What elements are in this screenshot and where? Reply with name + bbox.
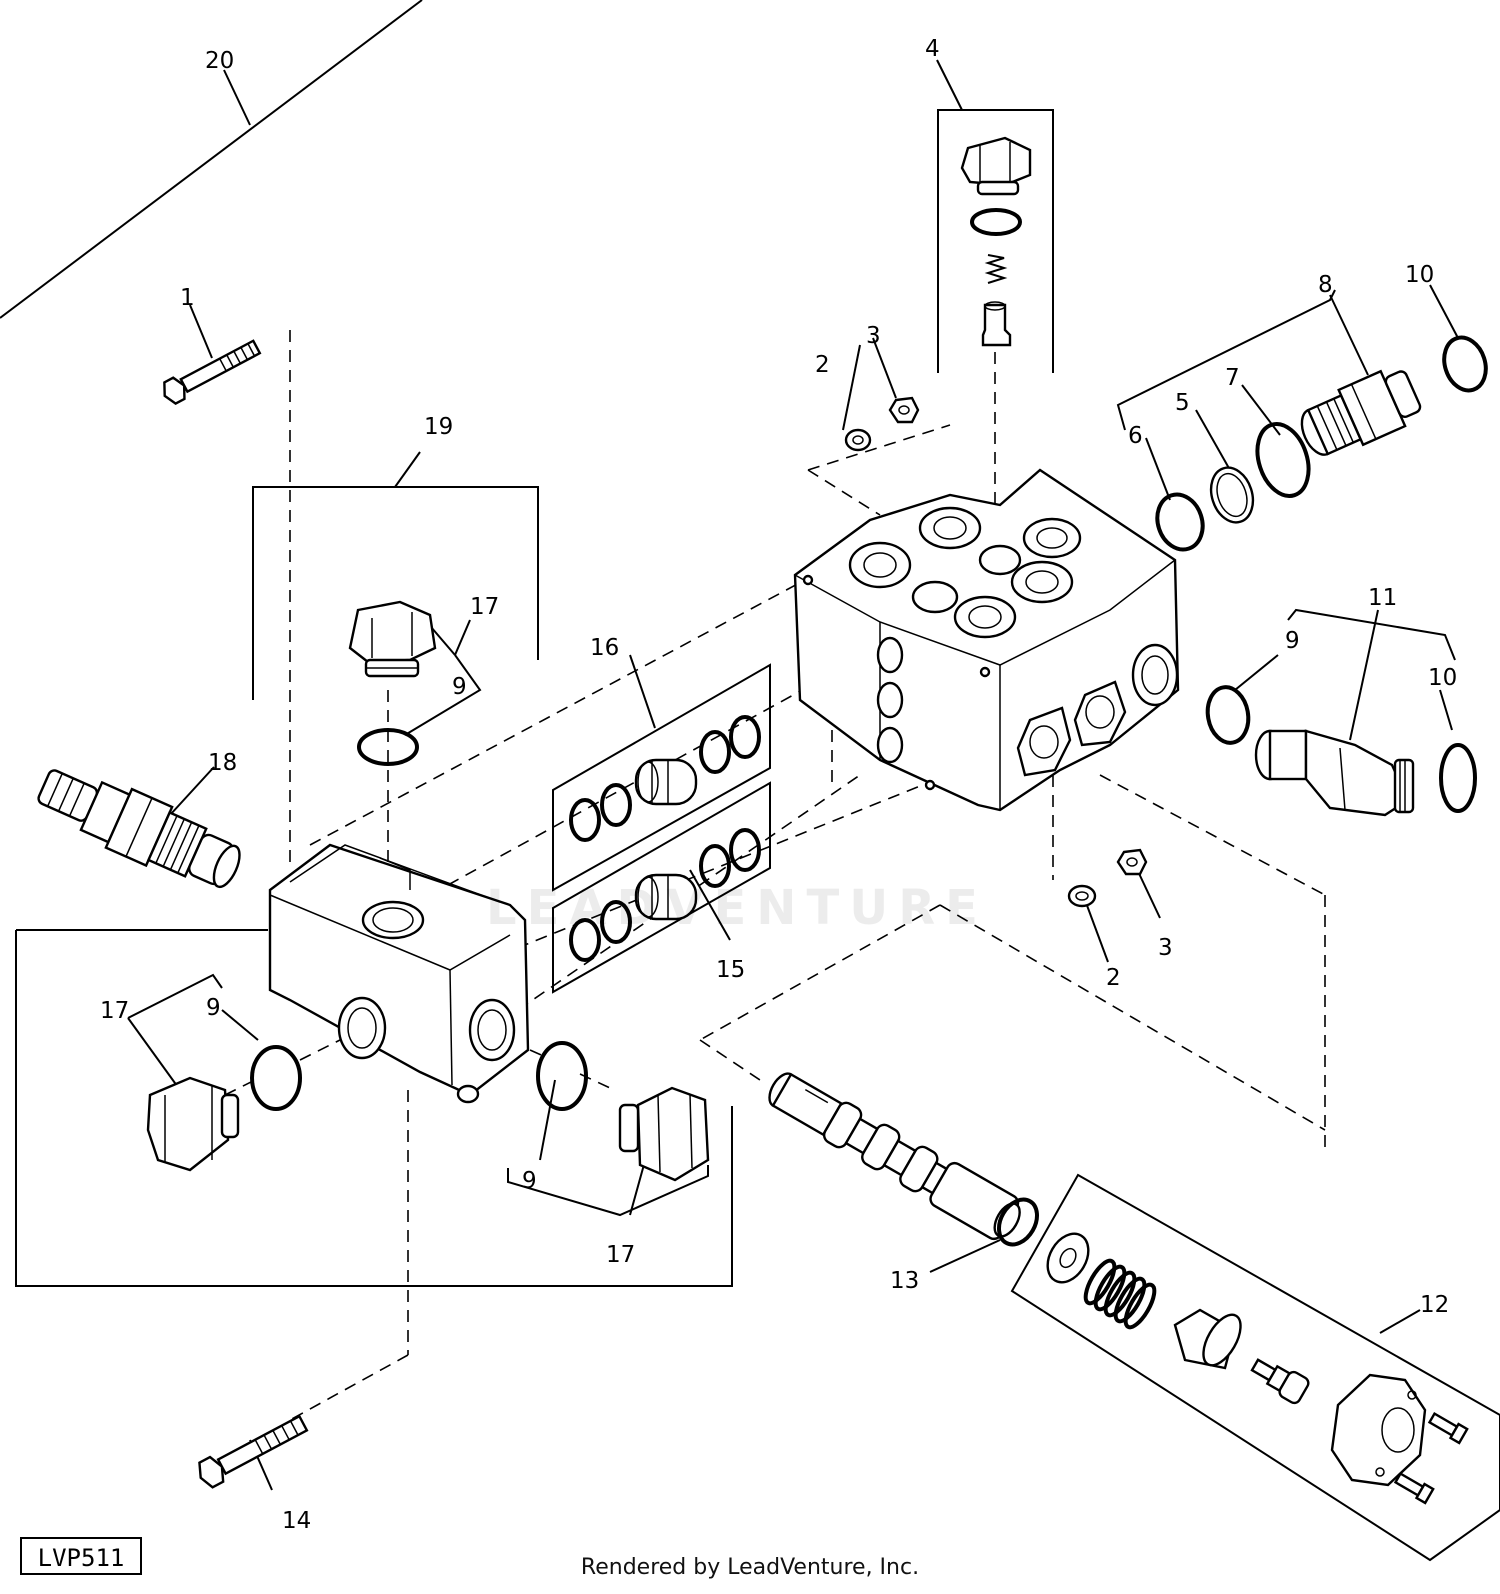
hex-plug-icon (348, 600, 437, 678)
callout-17: 17 (606, 1242, 635, 1268)
callout-9: 9 (522, 1168, 537, 1194)
bracket-15 (552, 781, 771, 994)
o-ring-icon (1205, 685, 1251, 745)
o-ring-icon (250, 1045, 302, 1111)
callout-labels: 20 1 19 17 9 18 17 9 9 17 14 4 3 2 8 10 … (100, 36, 1457, 1534)
cap-housing (1330, 1373, 1427, 1487)
o-ring-icon (970, 208, 1022, 236)
callout-14: 14 (282, 1508, 311, 1534)
assembly-20-outline (0, 0, 733, 1287)
o-ring-icon (1439, 743, 1477, 813)
callout-9: 9 (452, 674, 467, 700)
hex-plug-icon (618, 1086, 710, 1182)
callout-9: 9 (1285, 628, 1300, 654)
hex-bolt-icon (163, 339, 262, 406)
callout-15: 15 (716, 957, 745, 983)
elbow-fitting-icon (1254, 729, 1415, 817)
spool-icon (634, 873, 698, 921)
watermark-text: LEADVENTURE (486, 880, 988, 936)
callout-3: 3 (1158, 935, 1173, 961)
figure-code-label: LVP511 (20, 1537, 142, 1575)
bracket-16 (552, 663, 771, 892)
spring-cap-kit-12 (1046, 1232, 1469, 1505)
callout-19: 19 (424, 414, 453, 440)
relief-valve-icon (37, 769, 241, 889)
callout-2: 2 (815, 352, 830, 378)
callout-1: 1 (180, 285, 195, 311)
callout-20: 20 (205, 48, 234, 74)
leader-lines (127, 284, 1459, 1491)
nut-icon (1116, 848, 1148, 876)
relief-valve-icon (1300, 369, 1422, 456)
o-ring-icon (357, 728, 419, 766)
o-ring-icon (1155, 492, 1205, 552)
spring-icon (1083, 1258, 1157, 1330)
callout-5: 5 (1175, 390, 1190, 416)
bracket-4 (936, 59, 1054, 373)
valve-body-icon (268, 843, 530, 1104)
hex-bolt-icon (198, 1414, 309, 1489)
callout-11: 11 (1368, 585, 1397, 611)
spool-icon (634, 758, 698, 806)
callout-2: 2 (1106, 965, 1121, 991)
render-credit-text: Rendered by LeadVenture, Inc. (580, 1555, 920, 1580)
washer-icon (1046, 1232, 1090, 1284)
washer-icon (844, 428, 872, 452)
callout-12: 12 (1420, 1292, 1449, 1318)
o-ring-icon (536, 1041, 588, 1111)
hex-plug-icon (146, 1076, 240, 1172)
callout-13: 13 (890, 1268, 919, 1294)
spool-icon (768, 1072, 1021, 1241)
callout-4: 4 (925, 36, 940, 62)
callout-10: 10 (1405, 262, 1434, 288)
callout-9: 9 (206, 995, 221, 1021)
o-ring-icon (1442, 335, 1488, 393)
spring-icon (984, 254, 1008, 284)
callout-8: 8 (1318, 272, 1333, 298)
valve-body-icon (793, 468, 1180, 812)
washer-icon (1067, 884, 1097, 908)
check-valve-4 (960, 136, 1032, 347)
o-ring-icon (1255, 422, 1311, 498)
callout-6: 6 (1128, 423, 1143, 449)
bracket-12 (1010, 1173, 1500, 1562)
callout-17: 17 (100, 998, 129, 1024)
bracket-19 (252, 451, 539, 700)
hex-plug-icon (960, 136, 1032, 196)
seal-kit-16 (569, 715, 761, 842)
callout-16: 16 (590, 635, 619, 661)
seal-kit-15 (569, 828, 761, 962)
callout-18: 18 (208, 750, 237, 776)
callout-10: 10 (1428, 665, 1457, 691)
callout-3: 3 (866, 323, 881, 349)
callout-17: 17 (470, 594, 499, 620)
callout-7: 7 (1225, 365, 1240, 391)
washer-icon (1209, 466, 1255, 524)
o-ring-icon (997, 1197, 1039, 1247)
nut-icon (888, 396, 920, 424)
